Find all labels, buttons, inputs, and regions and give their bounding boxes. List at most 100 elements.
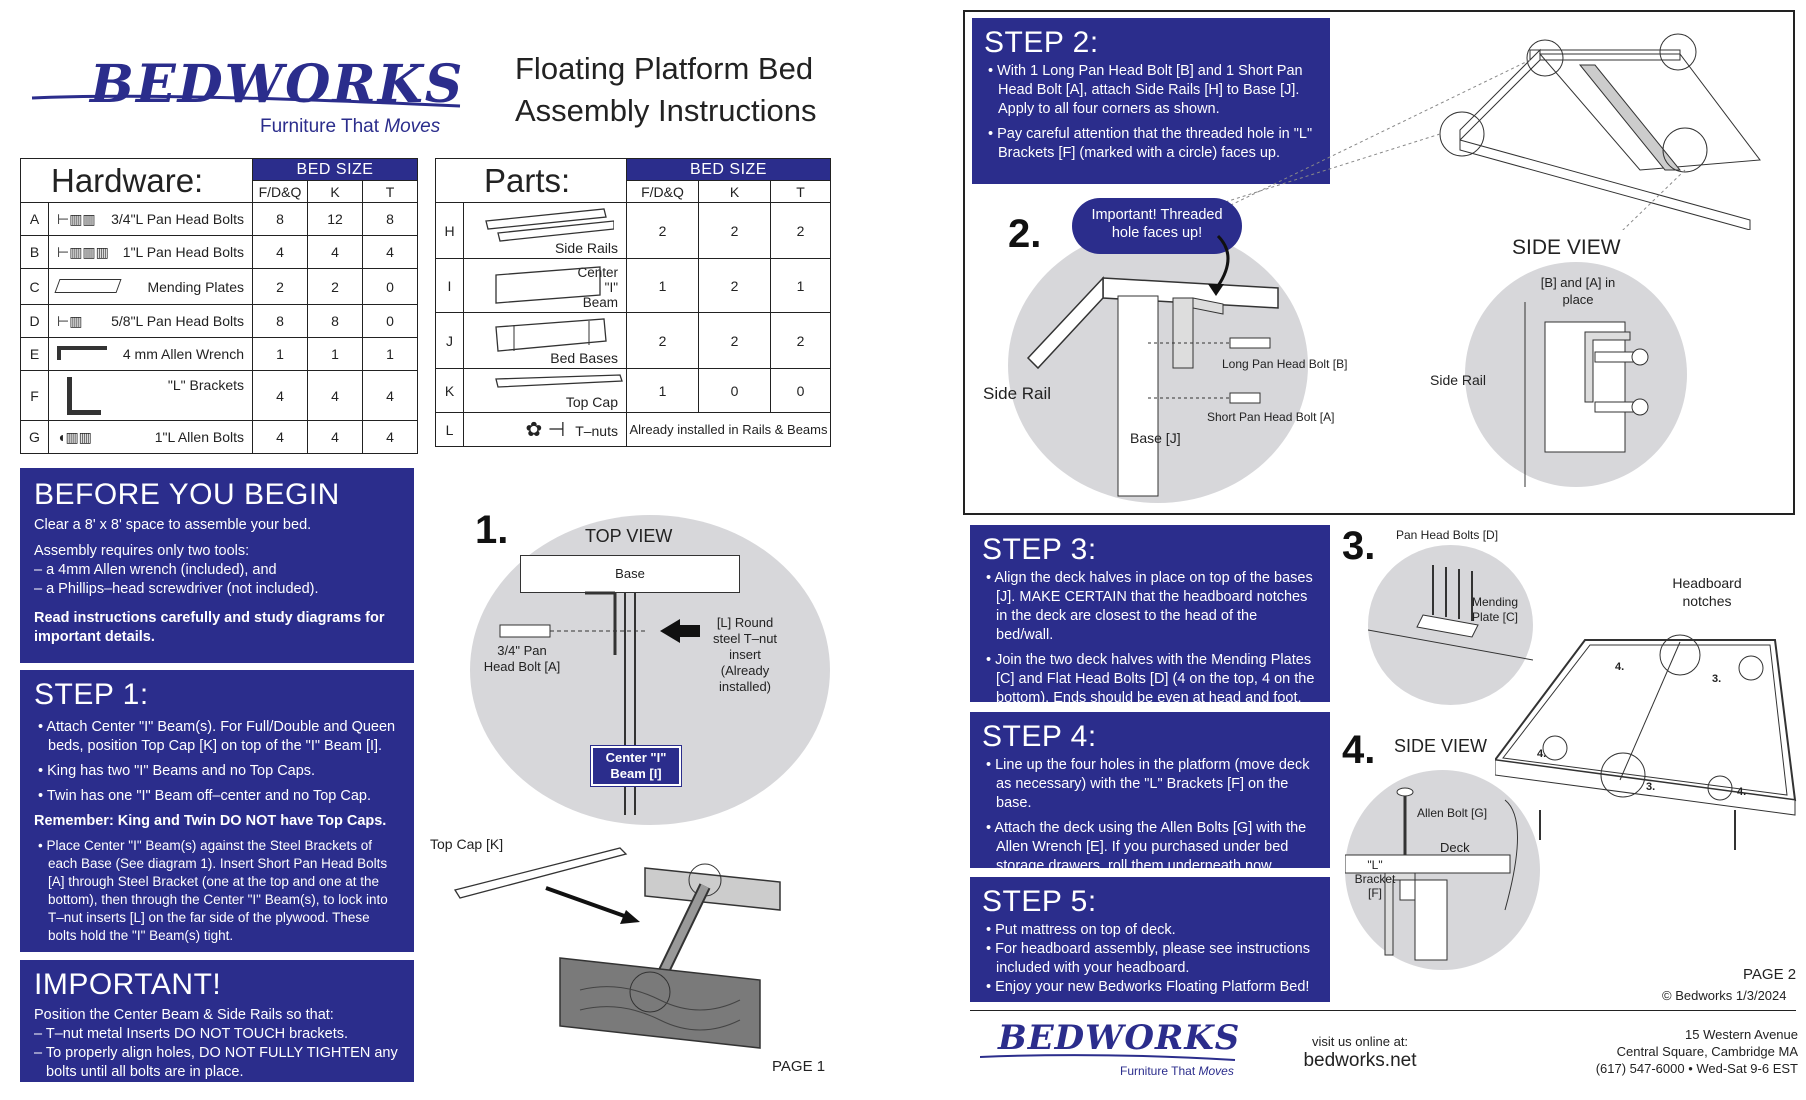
doc-title-line1: Floating Platform Bed [515, 51, 814, 86]
diagram1-base: Base [520, 555, 740, 593]
parts-title: Parts: [435, 158, 627, 203]
parts-col-fdq: F/D&Q [626, 180, 699, 203]
footer-logo: BEDWORKS Furniture That Moves [980, 1016, 1240, 1086]
step3-title: STEP 3: [982, 533, 1097, 566]
platform-mark-4a: 4. [1615, 661, 1625, 673]
footer-logo-tagline: Furniture That Moves [1120, 1064, 1234, 1078]
bed-frame-graphic [1200, 33, 1761, 230]
diagram3-graphic [1368, 565, 1533, 661]
diagram1-beam-label: Center "I" Beam [I] [590, 745, 682, 787]
platform-mark-4b: 4. [1537, 748, 1547, 760]
bracket-icon [67, 376, 101, 415]
step1-assembly-graphic [453, 847, 781, 1049]
diagram4-number: 4. [1342, 728, 1376, 772]
step5-title: STEP 5: [982, 885, 1097, 918]
table-row: G ◖▥▥1"L Allen Bolts 4 4 4 [20, 420, 418, 454]
i-beam-icon [495, 266, 601, 304]
table-row: I Center "I" Beam 1 2 1 [435, 258, 831, 313]
hardware-col-fdq: F/D&Q [252, 180, 308, 203]
table-row: D ⊢▥5/8"L Pan Head Bolts 8 8 0 [20, 304, 418, 338]
side-view-graphic [1524, 302, 1649, 487]
bolt-icon: ⊢▥▥▥ [57, 243, 109, 260]
footer-logo-swoosh [980, 1054, 1236, 1061]
plate-icon [54, 278, 122, 293]
table-row: A ⊢▥▥3/4"L Pan Head Bolts 8 12 8 [20, 202, 418, 236]
step2-box: STEP 2: With 1 Long Pan Head Bolt [B] an… [972, 18, 1330, 184]
allen-bolt-label: Allen Bolt [G] [1417, 806, 1488, 820]
diagram1-number: 1. [475, 508, 509, 552]
table-row: J Bed Bases 2 2 2 [435, 312, 831, 369]
tnut-note: Already installed in Rails & Beams [626, 412, 831, 447]
logo-wordmark-graphic [31, 94, 461, 108]
bed-bases-icon [495, 318, 607, 352]
long-bolt-label: Long Pan Head Bolt [B] [1222, 357, 1348, 371]
top-cap-icon [495, 374, 623, 388]
diagram2-number: 2. [1008, 212, 1042, 256]
wrench-icon [57, 346, 107, 360]
side-view-title: SIDE VIEW [1512, 236, 1621, 259]
step2-title: STEP 2: [984, 26, 1099, 59]
hardware-bed-size-header: BED SIZE [252, 158, 418, 181]
table-row: F "L" Brackets 4 4 4 [20, 370, 418, 421]
table-row: L ✿ ⊣T–nuts Already installed in Rails &… [435, 412, 831, 447]
deck-label: Deck [1440, 840, 1470, 855]
footer-url[interactable]: bedworks.net [1303, 1050, 1417, 1071]
side-rail-label: Side Rail [983, 384, 1052, 403]
hardware-col-k: K [307, 180, 363, 203]
step4-title: STEP 4: [982, 720, 1097, 753]
parts-col-t: T [770, 180, 831, 203]
parts-table: Parts: BED SIZE F/D&Q K T H Side Rails 2… [435, 158, 831, 447]
side-rails-icon [485, 208, 614, 242]
allen-bolt-icon: ◖▥▥ [57, 428, 92, 445]
table-row: C Mending Plates 2 2 0 [20, 268, 418, 305]
diagram4-side-view: SIDE VIEW [1394, 736, 1488, 756]
copyright: © Bedworks 1/3/2024 [1662, 988, 1787, 1003]
page2-label: PAGE 2 [1743, 966, 1797, 983]
step1-title: STEP 1: [34, 678, 149, 711]
footer-visit: visit us online at: bedworks.net [1300, 1034, 1420, 1072]
footer-logo-wordmark: BEDWORKS [998, 1018, 1241, 1058]
diagram3-number: 3. [1342, 524, 1376, 568]
platform-mark-3b: 3. [1646, 781, 1656, 793]
important-title: IMPORTANT! [34, 968, 222, 1001]
mending-plate-label: Mending Plate [C] [1471, 595, 1519, 624]
step2-frame [963, 10, 1795, 515]
diagram2-graphic [1026, 234, 1279, 497]
important-box: IMPORTANT! Position the Center Beam & Si… [20, 960, 414, 1082]
diagram4-graphic [1345, 787, 1518, 961]
footer-visit-text: visit us online at: [1311, 1034, 1409, 1049]
step1-box: STEP 1: Attach Center "I" Beam(s). For F… [20, 670, 414, 952]
doc-title-line2: Assembly Instructions [515, 93, 817, 128]
diagram1-view: TOP VIEW [585, 526, 673, 546]
doc-title: Floating Platform Bed Assembly Instructi… [515, 48, 817, 132]
tnut-icon: ✿ ⊣ [525, 419, 566, 441]
table-row: K Top Cap 1 0 0 [435, 368, 831, 413]
step5-box: STEP 5: Put mattress on top of deck. For… [970, 877, 1330, 1002]
footer-divider [970, 1010, 1796, 1011]
in-place-label: [B] and [A] in place [1540, 275, 1616, 307]
footer-address: 15 Western Avenue Central Square, Cambri… [1595, 1027, 1798, 1076]
logo: BEDWORKS Furniture That Moves [30, 48, 470, 138]
side-rail-label-2: Side Rail [1430, 372, 1487, 388]
before-you-begin-box: BEFORE YOU BEGIN Clear a 8' x 8' space t… [20, 468, 414, 663]
logo-tagline: Furniture That Moves [260, 116, 441, 137]
logo-wordmark: BEDWORKS [90, 54, 465, 115]
l-bracket-label: "L" Bracket [F] [1354, 858, 1396, 900]
platform-mark-3a: 3. [1712, 673, 1722, 685]
top-cap-label: Top Cap [K] [430, 836, 504, 852]
before-title: BEFORE YOU BEGIN [34, 478, 340, 511]
hardware-title: Hardware: [20, 158, 253, 203]
platform-graphic [1495, 634, 1797, 850]
table-row: E 4 mm Allen Wrench 1 1 1 [20, 337, 418, 371]
step3-box: STEP 3: Align the deck halves in place o… [970, 525, 1330, 706]
platform-mark-4c: 4. [1737, 786, 1747, 798]
page1-label: PAGE 1 [772, 1058, 826, 1075]
diagram1-tnut-label: [L] Round steel T–nut insert (Already in… [712, 615, 778, 694]
hardware-table: Hardware: BED SIZE F/D&Q K T A ⊢▥▥3/4"L … [20, 158, 418, 454]
pan-bolts-label: Pan Head Bolts [D] [1396, 528, 1499, 542]
table-row: H Side Rails 2 2 2 [435, 202, 831, 259]
headboard-notches-label: Headboard notches [1672, 575, 1742, 609]
diagram1-bolt-label: 3/4" Pan Head Bolt [A] [483, 643, 561, 674]
short-bolt-label: Short Pan Head Bolt [A] [1207, 410, 1335, 424]
parts-bed-size-header: BED SIZE [626, 158, 831, 181]
